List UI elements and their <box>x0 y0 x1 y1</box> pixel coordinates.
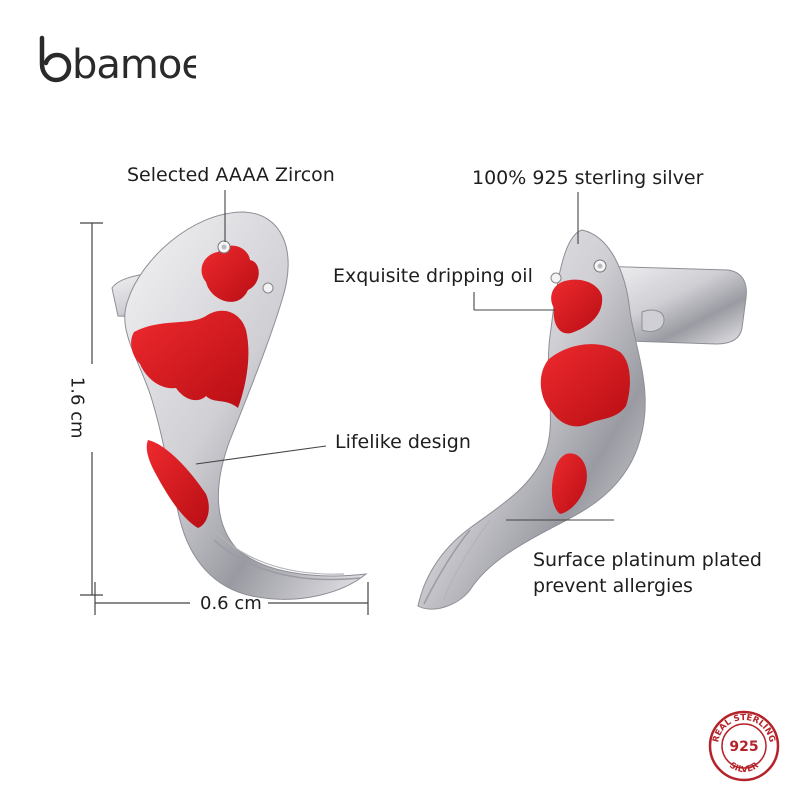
width-label: 0.6 cm <box>200 593 262 614</box>
left-earring <box>111 211 368 600</box>
prevent-allergies-annotation: prevent allergies <box>533 575 693 597</box>
dripping-oil-annotation: Exquisite dripping oil <box>333 265 533 287</box>
zircon-annotation: Selected AAAA Zircon <box>127 164 335 186</box>
height-dimension <box>80 222 103 596</box>
height-label: 1.6 cm <box>66 376 88 439</box>
seal-bottom-text: SILVER <box>727 760 761 775</box>
platinum-plated-annotation: Surface platinum plated <box>533 549 762 571</box>
width-dimension <box>94 582 369 615</box>
svg-text:SILVER: SILVER <box>727 760 761 775</box>
right-earring <box>417 229 747 610</box>
lifelike-design-annotation: Lifelike design <box>335 431 471 453</box>
seal-icon: REAL STERLING 925 SILVER <box>708 710 780 782</box>
callout-lines <box>195 190 614 521</box>
seal-center-text: 925 <box>729 739 758 755</box>
sterling-silver-annotation: 100% 925 sterling silver <box>472 167 704 189</box>
sterling-silver-seal: REAL STERLING 925 SILVER <box>708 710 780 782</box>
